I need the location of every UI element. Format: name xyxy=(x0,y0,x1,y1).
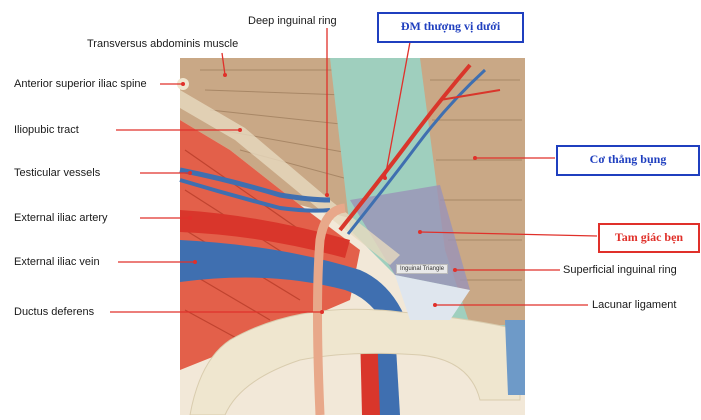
dot-vein xyxy=(193,260,197,264)
leader-dots xyxy=(181,73,477,314)
label-testicular-vessels: Testicular vessels xyxy=(14,167,101,179)
inferior-epigastric-vein xyxy=(346,68,487,235)
label-external-iliac-vein: External iliac vein xyxy=(14,256,100,268)
label-lacunar-ligament: Lacunar ligament xyxy=(592,299,677,311)
label-transversus-abdominis: Transversus abdominis muscle xyxy=(87,38,239,50)
label-deep-inguinal-ring: Deep inguinal ring xyxy=(248,15,337,27)
dot-asis xyxy=(181,82,185,86)
dot-lacunar xyxy=(433,303,437,307)
label-iliopubic-tract: Iliopubic tract xyxy=(14,124,79,136)
leader-lines xyxy=(110,28,598,313)
leader-triangle xyxy=(419,231,598,237)
leader-transversus xyxy=(221,52,226,76)
symphysis-shape xyxy=(505,320,525,395)
dot-superficial-ring xyxy=(453,268,457,272)
inguinal-triangle-region xyxy=(350,185,470,290)
dot-transversus xyxy=(223,73,227,77)
rectus-abdominis-region xyxy=(420,58,525,325)
dot-testicular xyxy=(188,171,192,175)
box-co-thang-bung: Cơ thẳng bụng xyxy=(556,145,700,176)
epigastric-branch xyxy=(439,89,501,101)
label-external-iliac-artery: External iliac artery xyxy=(14,212,108,224)
dot-ductus xyxy=(320,310,324,314)
box-tam-giac-ben: Tam giác bẹn xyxy=(598,223,700,253)
external-iliac-artery-shape xyxy=(180,210,350,258)
dot-deep-ring xyxy=(325,193,329,197)
lacunar-ligament-shape xyxy=(395,275,470,320)
label-superficial-inguinal-ring: Superficial inguinal ring xyxy=(563,264,677,276)
dot-epigastric xyxy=(383,176,387,180)
dot-triangle xyxy=(418,230,422,234)
ductus-deferens-shape xyxy=(313,203,346,416)
label-ductus-deferens: Ductus deferens xyxy=(14,306,95,318)
external-iliac-vein-shape xyxy=(180,240,410,335)
testicular-vessel-2 xyxy=(179,178,331,213)
dot-artery xyxy=(188,216,192,220)
inferior-epigastric-artery xyxy=(338,63,472,232)
label-asis: Anterior superior iliac spine xyxy=(14,78,147,90)
muscle-striations xyxy=(200,69,371,186)
box-dm-thuong-vi-duoi: ĐM thượng vị dưới xyxy=(377,12,524,43)
dot-rectus xyxy=(473,156,477,160)
tag-inguinal-triangle: Inguinal Triangle xyxy=(396,264,449,274)
testicular-vessel-1 xyxy=(179,167,331,203)
dot-iliopubic xyxy=(238,128,242,132)
leader-epigastric xyxy=(384,41,411,179)
